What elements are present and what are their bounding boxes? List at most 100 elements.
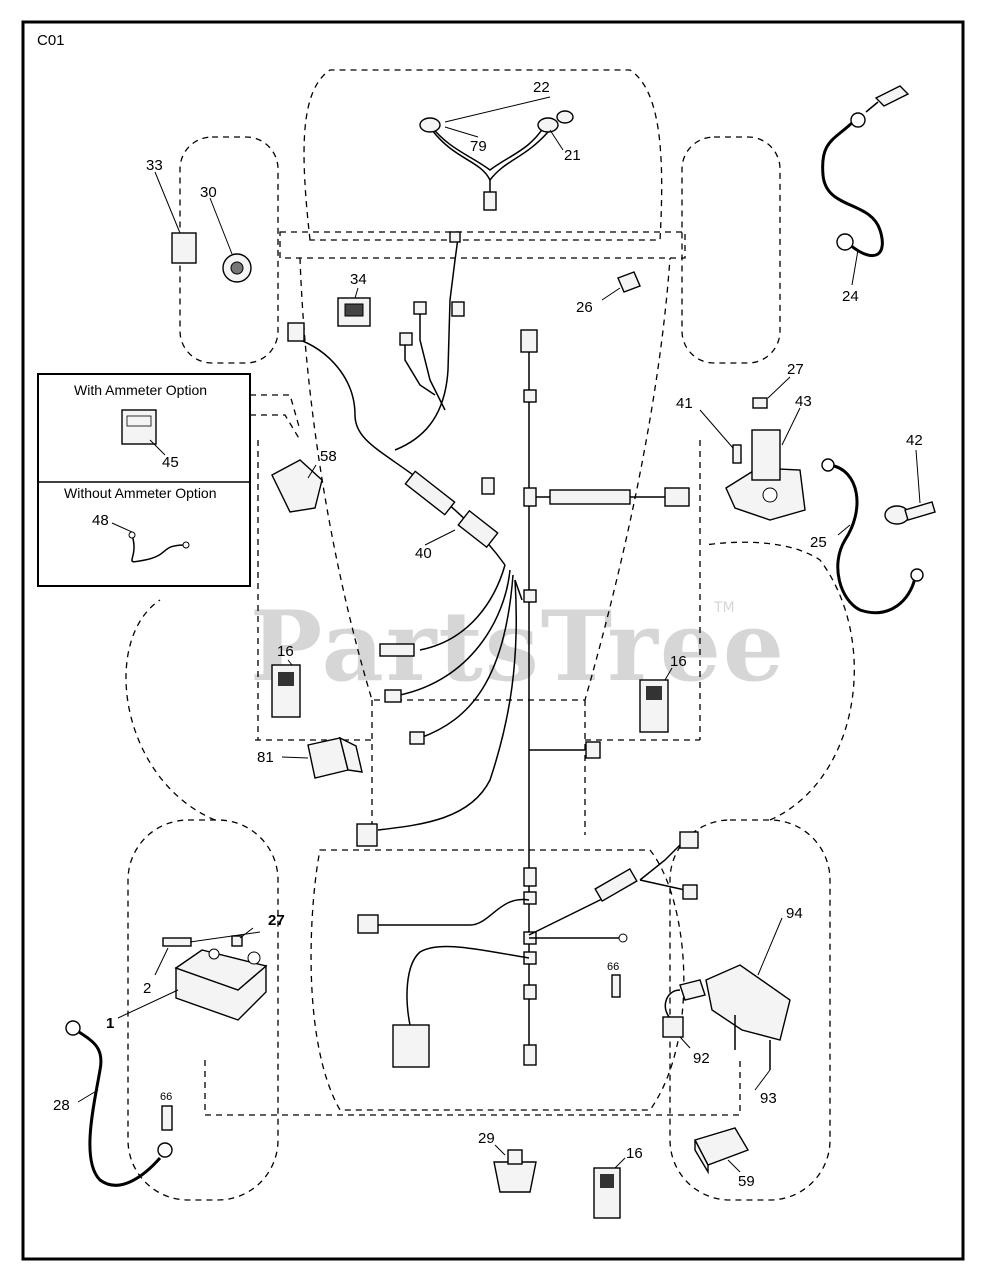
headlight-harness <box>419 96 574 211</box>
harness-plug-large <box>392 1024 430 1068</box>
callout-59: 59 <box>738 1173 755 1190</box>
main-wire-harness <box>357 329 699 1068</box>
headlight-bulb-left <box>419 117 441 133</box>
harness-plug-79 <box>483 191 497 211</box>
page-code: C01 <box>37 32 65 49</box>
fuse-holder-40 <box>404 470 456 516</box>
module-58 <box>271 459 323 513</box>
solenoid-body <box>751 429 781 481</box>
callout-27b: 27 <box>268 912 285 929</box>
jumper-wire-48 <box>131 534 186 563</box>
hood-outline <box>303 69 663 241</box>
callout-93: 93 <box>760 1090 777 1107</box>
callout-1: 1 <box>106 1015 114 1032</box>
battery-bolt-2 <box>162 937 192 947</box>
callout-42: 42 <box>906 432 923 449</box>
module-part-94 <box>705 964 791 1041</box>
inset-lines <box>250 394 301 441</box>
connector-part-92 <box>662 1016 684 1038</box>
headlight-bulb-right <box>537 117 559 133</box>
callout-2: 2 <box>143 980 151 997</box>
harness-bottom-connector <box>523 1044 537 1066</box>
tractor-outline <box>125 69 855 1201</box>
front-axle <box>279 231 686 259</box>
callout-25: 25 <box>810 534 827 551</box>
callout-66a: 66 <box>607 961 619 973</box>
relay-16-right <box>639 667 673 733</box>
callout-40: 40 <box>415 545 432 562</box>
callout-33: 33 <box>146 157 163 174</box>
front-wheel-left <box>179 136 279 364</box>
callout-41: 41 <box>676 395 693 412</box>
callout-16b: 16 <box>670 653 687 670</box>
watermark: PartsTree TM <box>250 590 786 703</box>
rear-fender-left <box>125 599 372 821</box>
ammeter-45-part <box>121 409 157 445</box>
rear-body <box>204 1060 741 1116</box>
callout-16c: 16 <box>626 1145 643 1162</box>
relay-16-bottom <box>593 1157 626 1219</box>
switch-part-29 <box>493 1161 537 1193</box>
callout-22: 22 <box>533 79 550 96</box>
callout-79: 79 <box>470 138 487 155</box>
screw-66-lower <box>161 1105 173 1131</box>
screw-part-66-upper <box>611 974 621 998</box>
callout-58: 58 <box>320 448 337 465</box>
fuse-part-26 <box>617 271 641 293</box>
clamp-42 <box>884 449 936 525</box>
callout-30: 30 <box>200 184 217 201</box>
rear-wheel-left <box>127 819 279 1201</box>
chassis-mid <box>257 440 701 835</box>
screw-part-66-lower <box>161 1105 173 1131</box>
fuse-26 <box>601 271 641 301</box>
connector-near-33 <box>287 322 305 342</box>
relay-part-16-right <box>639 679 669 733</box>
callout-66b: 66 <box>160 1091 172 1103</box>
battery <box>117 927 268 1021</box>
module-94 <box>662 917 791 1091</box>
callout-43: 43 <box>795 393 812 410</box>
seat-deck <box>310 849 685 1111</box>
switch-29 <box>493 1144 537 1193</box>
callout-27a: 27 <box>787 361 804 378</box>
callout-92: 92 <box>693 1050 710 1067</box>
relay-16-left <box>271 659 301 718</box>
ammeter-box-frame <box>37 373 251 587</box>
solenoid-cap-27 <box>752 397 768 409</box>
chassis-front <box>299 257 671 701</box>
callout-28: 28 <box>53 1097 70 1114</box>
clamp-part-42 <box>884 505 910 525</box>
headlight-bulb-22 <box>556 110 574 124</box>
ammeter-option-box: With Ammeter Option Without Ammeter Opti… <box>37 373 251 587</box>
callout-16a: 16 <box>277 643 294 660</box>
watermark-tm: TM <box>713 600 735 616</box>
battery-nut-27 <box>231 935 243 947</box>
left-harness-branch <box>287 231 523 847</box>
callout-45: 45 <box>162 454 179 471</box>
callout-94: 94 <box>786 905 803 922</box>
with-ammeter-title: With Ammeter Option <box>74 382 207 398</box>
module-part-58 <box>271 459 323 513</box>
watermark-text: PartsTree <box>250 590 786 703</box>
ignition-bracket-33 <box>171 232 197 264</box>
bolt-41 <box>732 444 742 464</box>
callout-21: 21 <box>564 147 581 164</box>
callout-81: 81 <box>257 749 274 766</box>
callout-24: 24 <box>842 288 859 305</box>
ground-cable-25 <box>821 458 924 615</box>
battery-cable-24 <box>821 85 910 286</box>
relay-81 <box>281 736 363 779</box>
rear-wheel-right <box>669 819 831 1201</box>
diagram-frame <box>21 20 965 1261</box>
callout-29: 29 <box>478 1130 495 1147</box>
without-ammeter-title: Without Ammeter Option <box>64 485 217 501</box>
starter-solenoid <box>699 376 806 521</box>
ignition-switch <box>154 171 252 283</box>
screw-66-upper <box>611 974 621 998</box>
module-59 <box>693 1127 750 1175</box>
callout-34: 34 <box>350 271 367 288</box>
harness-top-connector <box>520 329 538 353</box>
switch-34 <box>337 287 371 327</box>
branch-connector-right <box>549 489 631 505</box>
